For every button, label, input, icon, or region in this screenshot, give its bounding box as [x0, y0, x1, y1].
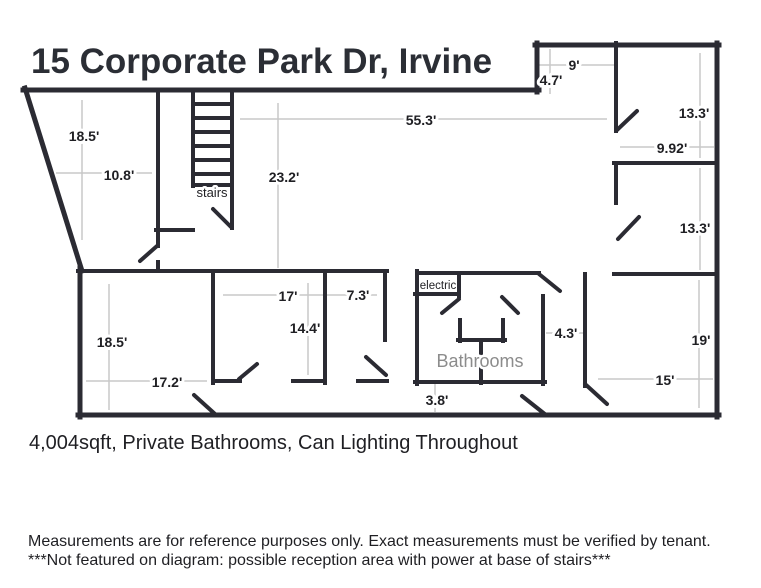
measure-hallway-width: 4.3'	[555, 325, 578, 341]
door-swings	[138, 109, 641, 417]
measure-corridor-width: 3.8'	[426, 392, 449, 408]
exterior-walls	[20, 40, 722, 420]
measure-notch-width: 9'	[568, 57, 579, 73]
interior-walls	[76, 41, 719, 388]
electric-label: electric	[420, 280, 457, 292]
measure-lines	[56, 49, 714, 412]
disclaimer-line2: ***Not featured on diagram: possible rec…	[28, 552, 611, 569]
measure-open-area-depth: 23.2'	[269, 169, 300, 185]
stairs-icon	[191, 88, 234, 230]
measure-mid-room-width: 17'	[279, 288, 298, 304]
measure-ne-room-width: 9.92'	[657, 140, 688, 156]
room-labels: stairs electric Bathrooms	[194, 183, 526, 374]
measure-upper-left-width: 10.8'	[104, 167, 135, 183]
measure-ne-room-height: 13.3'	[679, 105, 710, 121]
measure-e-room-height: 13.3'	[680, 220, 711, 236]
measurement-labels: 18.5' 10.8' 23.2' 55.3' 9' 4.7' 13.3' 9.…	[66, 54, 714, 411]
measure-notch-height: 4.7'	[540, 72, 563, 88]
measure-mid-room-height: 14.4'	[290, 320, 321, 336]
measure-sw-room-height: 18.5'	[97, 334, 128, 350]
measure-small-room-width: 7.3'	[347, 287, 370, 303]
measure-se-room-width: 15'	[656, 372, 675, 388]
page-title: 15 Corporate Park Dr, Irvine	[31, 42, 493, 81]
bathrooms-label: Bathrooms	[436, 351, 523, 371]
measure-se-room-height: 19'	[692, 332, 711, 348]
disclaimer-line1: Measurements are for reference purposes …	[28, 533, 711, 550]
measure-top-span: 55.3'	[406, 112, 437, 128]
stairs-label: stairs	[196, 185, 228, 200]
measure-upper-left-depth: 18.5'	[69, 128, 100, 144]
summary-line: 4,004sqft, Private Bathrooms, Can Lighti…	[29, 432, 518, 454]
measure-sw-room-width: 17.2'	[152, 374, 183, 390]
